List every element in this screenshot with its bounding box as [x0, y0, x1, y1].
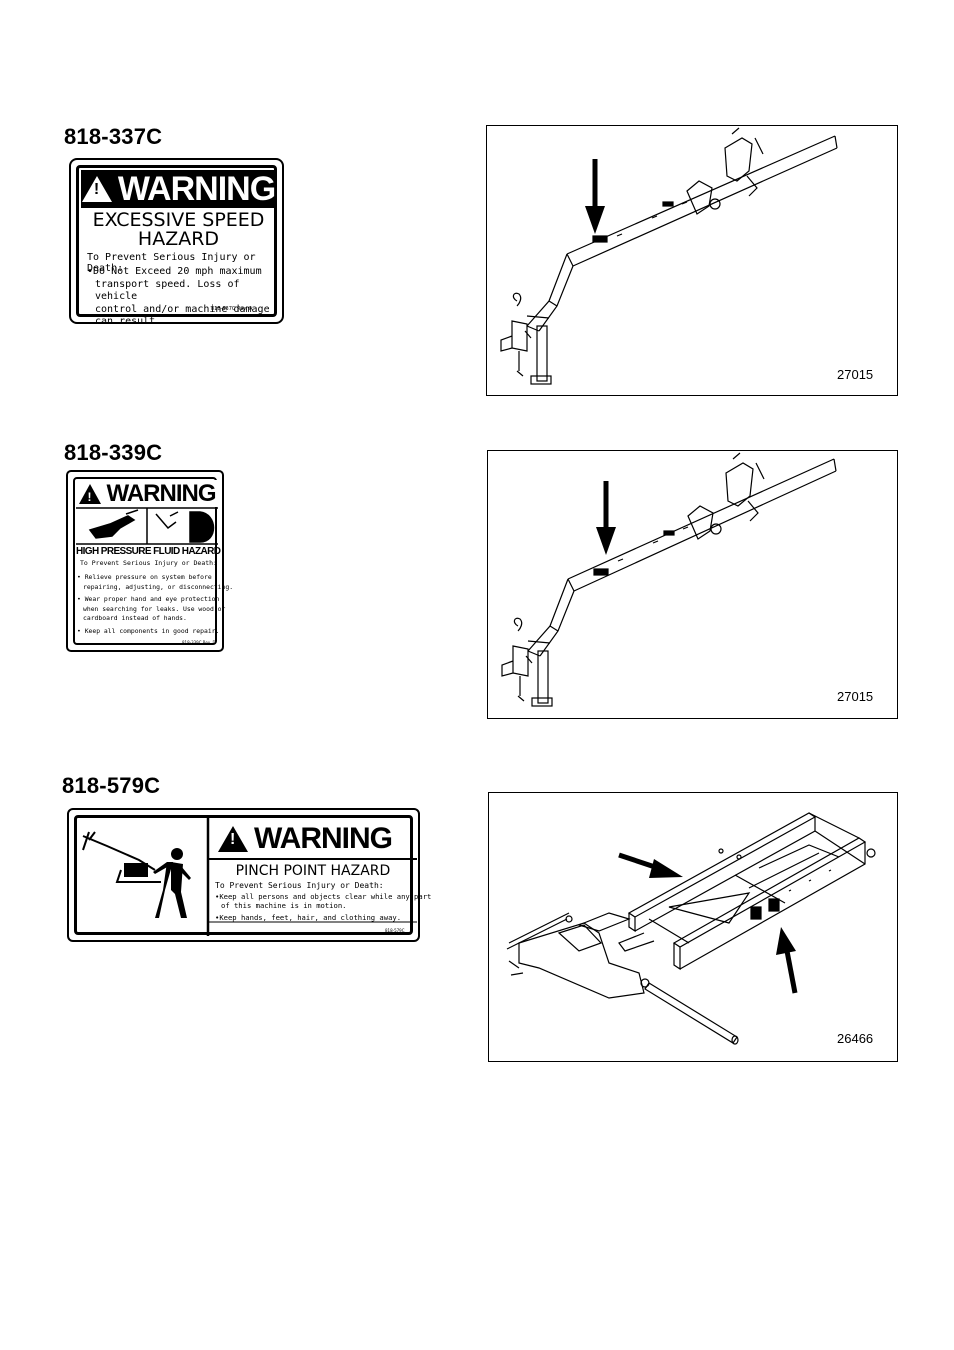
pinch-point-pictogram: [82, 818, 417, 936]
pictogram-panel: [76, 507, 218, 545]
decal-bullets: • Relieve pressure on system before repa…: [77, 573, 233, 636]
part-number: 818-579C: [62, 773, 161, 798]
bullet-line: control and/or machine damage: [95, 303, 270, 315]
decal-code: 818-339C Rev. D: [182, 640, 216, 645]
hazard-title: PINCH POINT HAZARD: [235, 863, 391, 879]
warning-decal-pinch-point: ! WARNING PINCH POINT HAZARD To Prevent …: [67, 808, 431, 942]
frame-assembly-illustration: [506, 812, 876, 1045]
bullet-line: when searching for leaks. Use wood or: [83, 604, 226, 613]
prevent-text: To Prevent Serious Injury or Death:: [80, 559, 217, 567]
signal-word: WARNING: [117, 169, 276, 208]
bullet-line: • Wear proper hand and eye protection: [77, 595, 220, 603]
warning-triangle-icon: !: [218, 825, 248, 852]
part-number: 818-337C: [64, 124, 163, 149]
hazard-title: HIGH PRESSURE FLUID HAZARD: [76, 546, 221, 557]
warning-triangle-icon: !: [81, 176, 112, 202]
decal-bullets: •Do Not Exceed 20 mph maximum transport …: [87, 266, 282, 329]
part-number: 818-339C: [64, 440, 163, 465]
figure-number: 27015: [837, 689, 874, 704]
signal-word: WARNING: [254, 821, 393, 855]
bullet-line: repairing, adjusting, or disconnecting.: [83, 582, 234, 591]
bullet-line: can result.: [95, 316, 162, 327]
hitch-tongue-illustration: [501, 452, 837, 707]
figure-frame: 27015: [487, 450, 898, 719]
bullet-line: cardboard instead of hands.: [83, 614, 187, 622]
decal-border: [73, 477, 217, 645]
figure-number: 26466: [837, 1031, 874, 1046]
warning-header: ! WARNING: [218, 821, 393, 855]
warning-decal-excessive-speed: ! WARNING EXCESSIVE SPEED HAZARD To Prev…: [69, 158, 284, 327]
decal-code: 818-337C Rev. A: [211, 306, 253, 312]
hitch-tongue-illustration: [500, 127, 838, 385]
bullet-line: •Do Not Exceed 20 mph maximum: [87, 266, 262, 277]
figure-number: 27015: [837, 367, 874, 382]
warning-header: ! WARNING: [76, 480, 218, 507]
prevent-text: To Prevent Serious Injury or Death:: [215, 881, 384, 890]
decal-border: [74, 815, 413, 935]
bullet-line: of this machine is in motion.: [221, 901, 347, 910]
figure-frame: 26466: [488, 792, 898, 1062]
decal-bullets: •Keep all persons and objects clear whil…: [215, 892, 431, 922]
bullet-line: •Keep all persons and objects clear whil…: [215, 892, 432, 901]
warning-decal-high-pressure-fluid: ! WARNING HIGH PRESSURE FLUID HAZARD To …: [66, 470, 233, 652]
bullet-line: transport speed. Loss of vehicle: [95, 278, 240, 303]
hazard-line: HAZARD: [137, 228, 220, 250]
hazard-line: EXCESSIVE SPEED: [92, 209, 265, 231]
bullet-line: •Keep hands, feet, hair, and clothing aw…: [215, 913, 402, 922]
bullet-line: • Relieve pressure on system before: [77, 573, 212, 581]
figure-frame: 27015: [486, 125, 898, 396]
bullet-line: • Keep all components in good repair.: [77, 626, 220, 635]
prevent-text: To Prevent Serious Injury or Death:: [87, 252, 256, 274]
decal-border: [76, 165, 277, 317]
warning-header: ! WARNING: [81, 170, 276, 208]
signal-word: WARNING: [106, 479, 217, 507]
warning-triangle-icon: !: [78, 483, 101, 504]
decal-code: 818-579C: [385, 928, 405, 933]
hazard-title: EXCESSIVE SPEED HAZARD: [81, 211, 276, 249]
